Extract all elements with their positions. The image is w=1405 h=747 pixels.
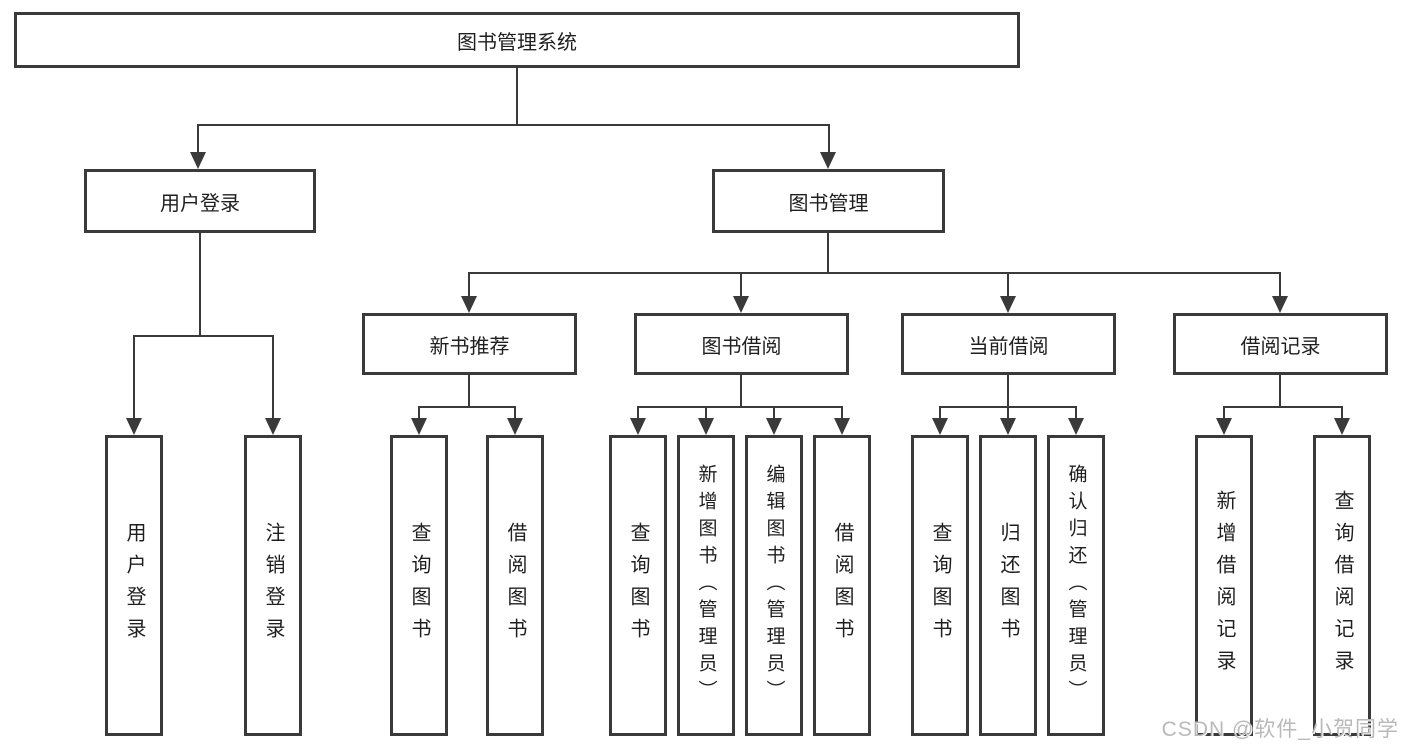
arrowhead-down-icon (1272, 296, 1288, 313)
arrowhead-down-icon (766, 418, 782, 435)
node-current-borrowing: 当前借阅 (901, 313, 1116, 375)
connector-line (1007, 406, 1009, 420)
arrowhead-down-icon (461, 296, 477, 313)
leaf-confirm-return-admin: 确认归还（管理员） (1047, 435, 1105, 736)
csdn-watermark: CSDN @软件_小贺同学 (1161, 718, 1399, 741)
connector-line (637, 406, 639, 420)
leaf-query-borrow-record: 查询借阅记录 (1313, 435, 1371, 736)
leaf-add-books-admin: 新增图书（管理员） (677, 435, 735, 736)
arrowhead-down-icon (698, 418, 714, 435)
arrowhead-down-icon (190, 152, 206, 169)
arrowhead-down-icon (507, 418, 523, 435)
connector-line (468, 375, 470, 408)
connector-line (516, 66, 518, 126)
node-new-book-recommendation: 新书推荐 (362, 313, 577, 375)
connector-line (1223, 406, 1225, 420)
connector-line (1007, 375, 1009, 408)
connector-line (939, 406, 941, 420)
arrowhead-down-icon (834, 418, 850, 435)
node-library-management-system: 图书管理系统 (14, 12, 1020, 68)
node-book-management: 图书管理 (712, 169, 945, 233)
arrowhead-down-icon (733, 296, 749, 313)
connector-line (468, 272, 470, 298)
leaf-borrow-books-borrowing: 借阅图书 (813, 435, 871, 736)
connector-line (841, 406, 843, 420)
arrowhead-down-icon (932, 418, 948, 435)
leaf-logout: 注销登录 (244, 435, 302, 736)
connector-line (133, 335, 135, 419)
arrowhead-down-icon (126, 418, 142, 435)
connector-line (740, 375, 742, 408)
connector-line (773, 406, 775, 420)
node-borrowing-records: 借阅记录 (1173, 313, 1388, 375)
leaf-query-books-borrowing: 查询图书 (609, 435, 667, 736)
connector-line (199, 231, 201, 337)
arrowhead-down-icon (265, 418, 281, 435)
node-user-login: 用户登录 (84, 169, 316, 233)
connector-line (418, 406, 420, 420)
arrowhead-down-icon (1000, 296, 1016, 313)
connector-line (197, 124, 830, 126)
arrowhead-down-icon (411, 418, 427, 435)
connector-line (828, 124, 830, 154)
node-book-borrowing: 图书借阅 (634, 313, 849, 375)
connector-line (514, 406, 516, 420)
connector-line (418, 406, 516, 408)
connector-line (272, 335, 274, 419)
arrowhead-down-icon (1216, 418, 1232, 435)
connector-line (637, 406, 843, 408)
leaf-borrow-books-recommend: 借阅图书 (486, 435, 544, 736)
connector-line (1075, 406, 1077, 420)
connector-line (1279, 272, 1281, 298)
connector-line (197, 124, 199, 154)
connector-line (827, 231, 829, 274)
leaf-add-borrow-record: 新增借阅记录 (1195, 435, 1253, 736)
arrowhead-down-icon (1334, 418, 1350, 435)
connector-line (1007, 272, 1009, 298)
connector-line (468, 272, 1281, 274)
connector-line (1279, 375, 1281, 408)
connector-line (1341, 406, 1343, 420)
connector-line (740, 272, 742, 298)
arrowhead-down-icon (630, 418, 646, 435)
connector-line (1223, 406, 1343, 408)
connector-line (133, 335, 274, 337)
arrowhead-down-icon (1068, 418, 1084, 435)
arrowhead-down-icon (820, 152, 836, 169)
connector-line (705, 406, 707, 420)
leaf-return-books: 归还图书 (979, 435, 1037, 736)
arrowhead-down-icon (1000, 418, 1016, 435)
leaf-edit-books-admin: 编辑图书（管理员） (745, 435, 803, 736)
leaf-user-login: 用户登录 (105, 435, 163, 736)
leaf-query-books-recommend: 查询图书 (390, 435, 448, 736)
leaf-query-books-current: 查询图书 (911, 435, 969, 736)
